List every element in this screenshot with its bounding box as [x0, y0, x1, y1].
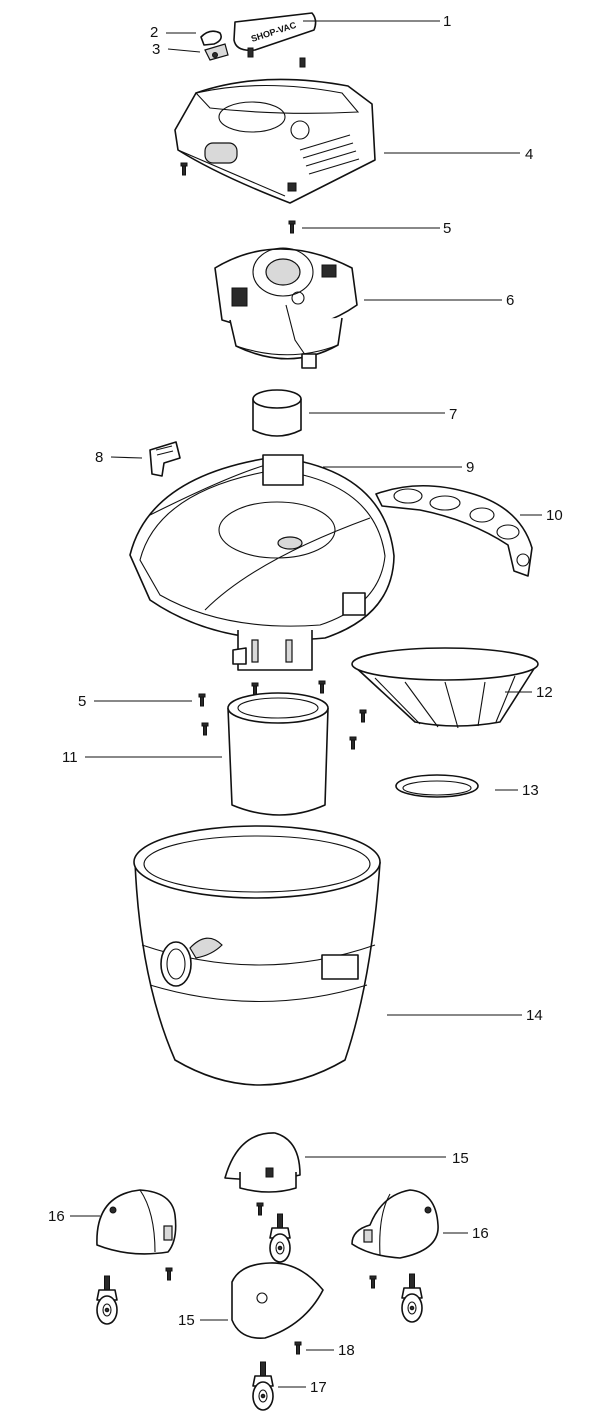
clip-part-2	[200, 30, 222, 46]
callout-4: 4	[525, 146, 533, 163]
callout-15-upper: 15	[452, 1150, 469, 1167]
callout-7: 7	[449, 406, 457, 423]
callout-1: 1	[443, 13, 451, 30]
callout-5-upper: 5	[443, 220, 451, 237]
callout-3: 3	[152, 41, 160, 58]
accessory-holder-part	[375, 484, 533, 577]
callout-6: 6	[506, 292, 514, 309]
filter-cage-part	[227, 692, 329, 816]
foot-part-15-upper	[224, 1132, 301, 1193]
foot-part-16-right	[351, 1189, 439, 1259]
callout-10: 10	[546, 507, 563, 524]
motor-assembly-part	[214, 247, 358, 369]
callout-17: 17	[310, 1379, 327, 1396]
callout-8: 8	[95, 449, 103, 466]
callout-9: 9	[466, 459, 474, 476]
callout-15-lower: 15	[178, 1312, 195, 1329]
callout-12: 12	[536, 684, 553, 701]
screw-part-5-upper	[288, 220, 296, 234]
callout-16-right: 16	[472, 1225, 489, 1242]
motor-cover-part	[174, 78, 376, 204]
lid-part	[129, 454, 395, 671]
foot-part-15-lower	[231, 1262, 324, 1339]
callout-11: 11	[62, 749, 78, 766]
callout-labels: 1 2 3 4 5 6 7 8 9 10 5 12 11 13 14 15 16…	[48, 13, 563, 1396]
callout-5-lower: 5	[78, 693, 86, 710]
latch-part	[149, 441, 181, 477]
callout-16-left: 16	[48, 1208, 65, 1225]
callout-13: 13	[522, 782, 539, 799]
callout-2: 2	[150, 24, 158, 41]
filter-basket-part	[351, 647, 539, 729]
leader-lines	[70, 20, 542, 1388]
callout-14: 14	[526, 1007, 543, 1024]
clip-part-3	[204, 43, 229, 61]
gasket-ring-part	[395, 774, 479, 798]
foam-filter-part	[252, 389, 302, 437]
tank-part	[133, 825, 381, 1086]
callout-18: 18	[338, 1342, 355, 1359]
foot-part-16-left	[96, 1189, 177, 1255]
